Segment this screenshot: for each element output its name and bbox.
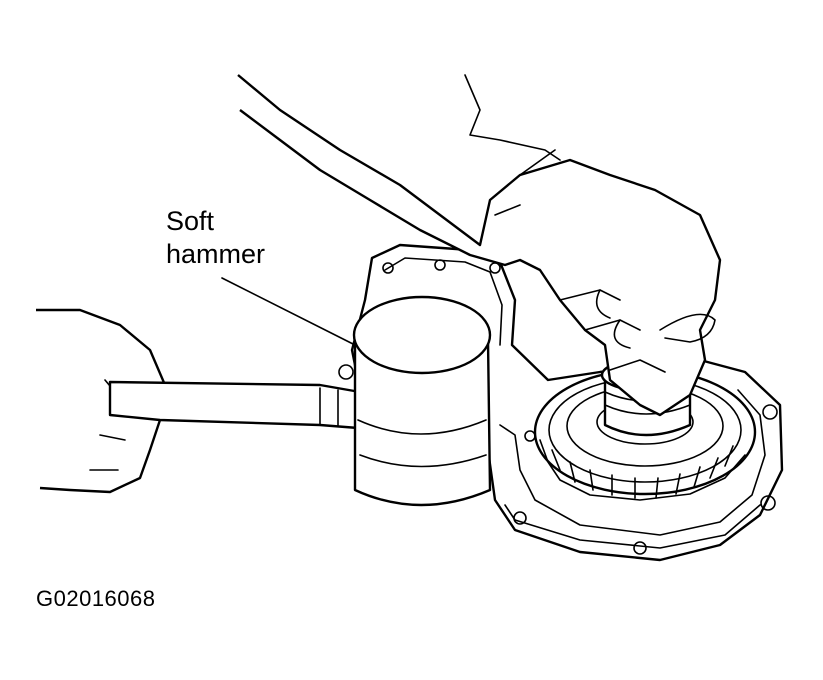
figure-id: G02016068 xyxy=(36,586,156,611)
callout-line-2: hammer xyxy=(166,239,266,269)
callout-line-1: Soft xyxy=(166,206,215,236)
callout-leader-line xyxy=(221,277,356,346)
soft-hammer-head xyxy=(352,295,492,507)
hammer-handle xyxy=(108,380,362,430)
soft-hammer-callout: Soft hammer xyxy=(166,205,265,271)
right-hand xyxy=(237,74,722,417)
